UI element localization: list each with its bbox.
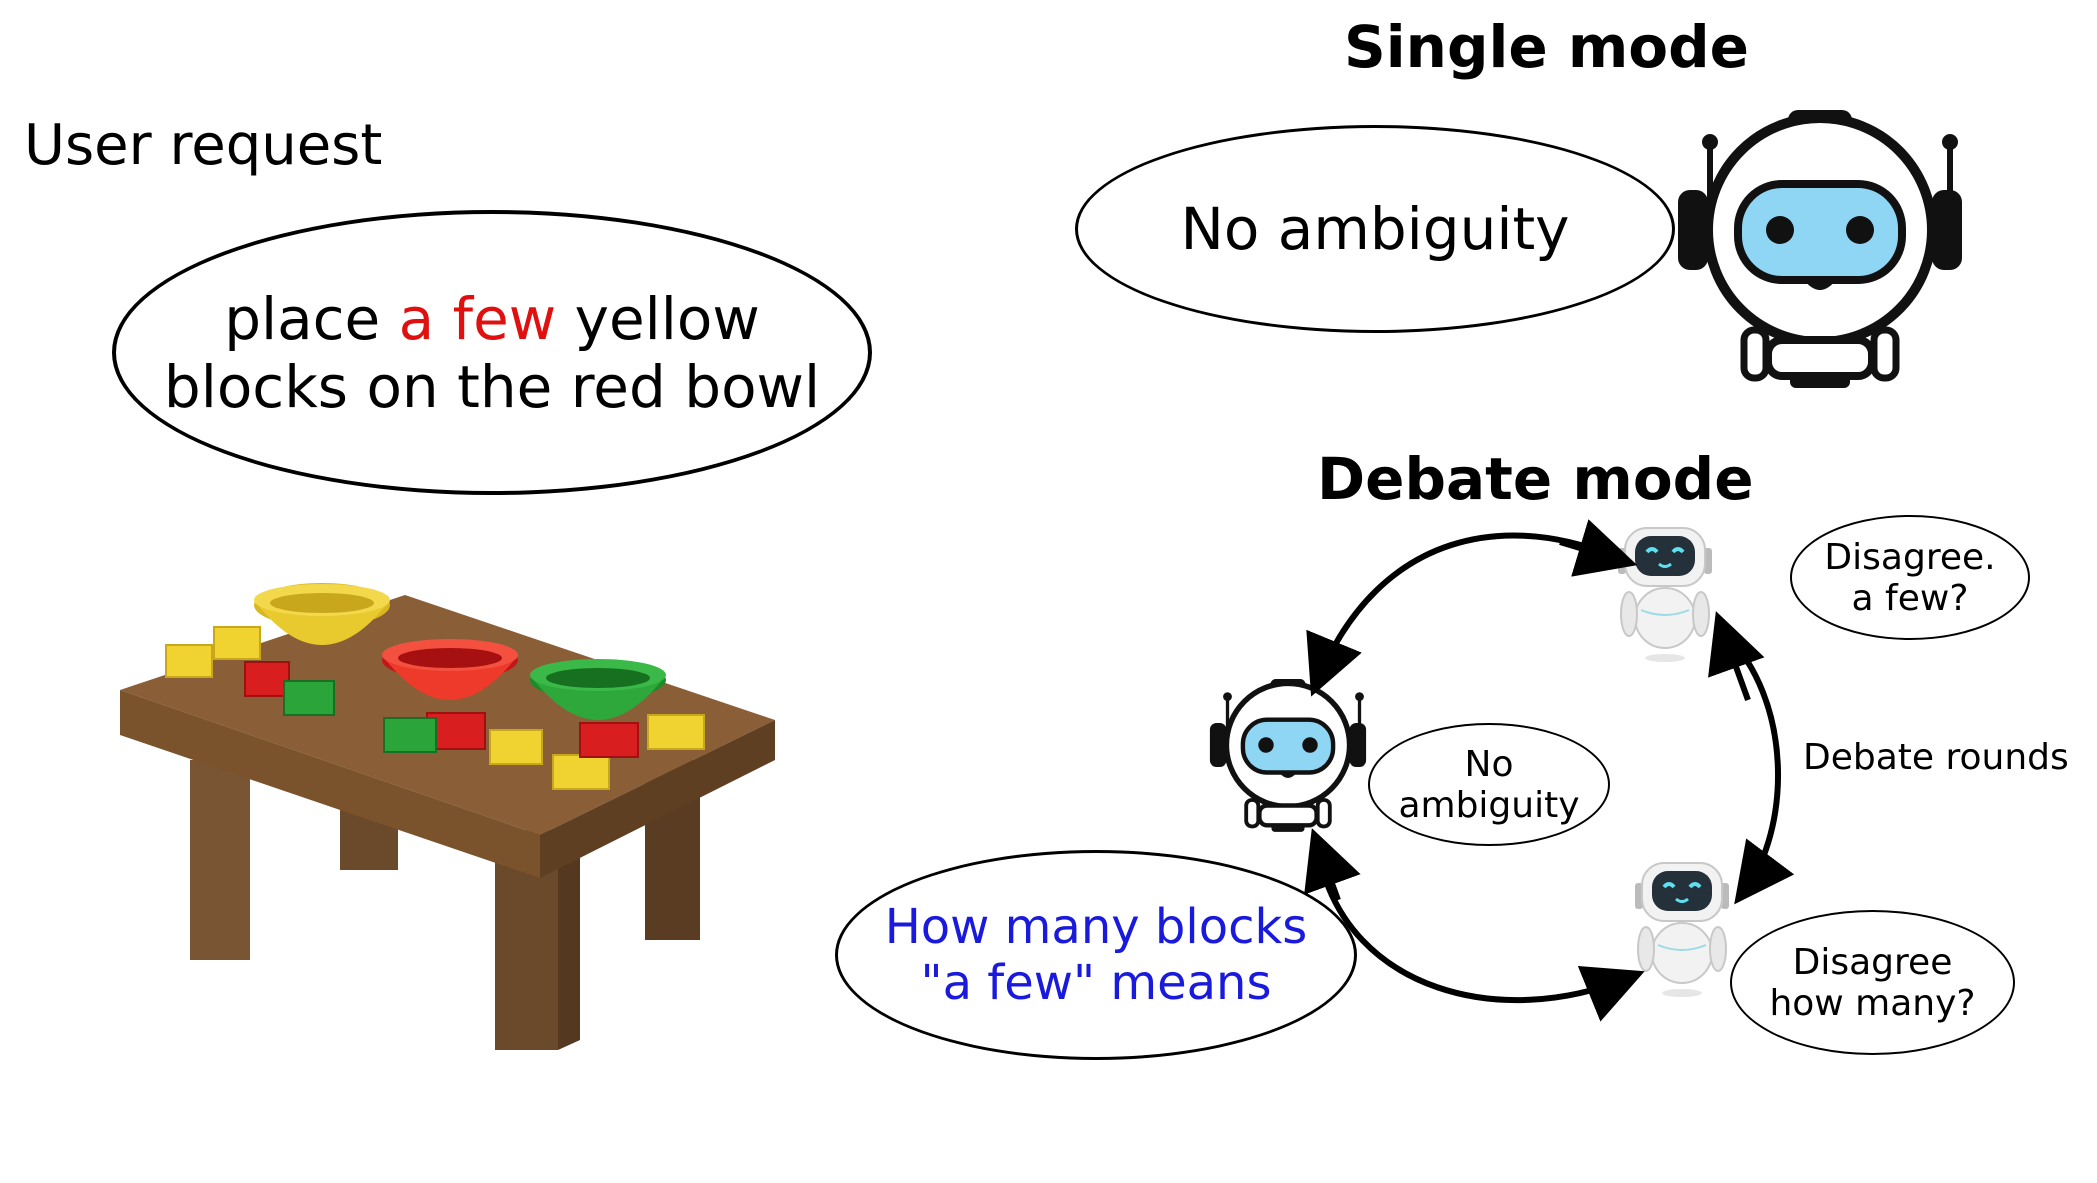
debate-cycle-arrows [1304,519,1795,1022]
single-mode-bubble-text: No ambiguity [1180,195,1570,263]
table-with-bowls-and-blocks-illustration [120,583,775,1050]
arrow-top-to-left-head [1559,519,1638,577]
agent-bottom-line2: how many? [1769,982,1976,1024]
arrow-top-to-left [1306,532,1624,697]
user-request-line1-suffix: yellow [556,284,760,353]
agent-left-line1: No [1464,743,1514,785]
single-mode-title: Single mode [1344,13,1750,81]
conclusion-bubble: How many blocks "a few" means [835,850,1357,1060]
agent-top-line1: Disagree. [1824,536,1996,578]
agent-left-bubble: No ambiguity [1368,723,1610,846]
user-request-label: User request [24,113,383,178]
conclusion-line2: "a few" means [920,955,1272,1011]
agent-top-line2: a few? [1851,577,1969,619]
debate-mode-title: Debate mode [1317,445,1754,513]
small-robot-icon [1618,527,1712,662]
robot-icon [1678,110,1962,388]
single-mode-bubble: No ambiguity [1075,125,1675,333]
user-request-line1-prefix: place [224,284,399,353]
small-robot-icon [1635,862,1729,997]
debate-rounds-label: Debate rounds [1803,737,2069,778]
robot-icon [1209,679,1367,832]
agent-bottom-line1: Disagree [1792,941,1953,983]
arrow-right-side-start [1708,611,1765,702]
arrow-left-to-bottom-start [1304,828,1361,902]
user-request-highlight: a few [398,284,557,353]
conclusion-line1: How many blocks [884,899,1308,955]
agent-bottom-bubble: Disagree how many? [1730,910,2015,1055]
user-request-line1: place a few yellow [224,285,760,353]
arrow-left-to-bottom [1317,859,1645,1022]
user-request-line2: blocks on the red bowl [163,352,821,421]
agent-top-bubble: Disagree. a few? [1790,515,2030,640]
user-request-bubble: place a few yellow blocks on the red bow… [112,210,872,495]
arrow-right-side [1719,627,1795,905]
agent-left-line2: ambiguity [1398,784,1580,826]
